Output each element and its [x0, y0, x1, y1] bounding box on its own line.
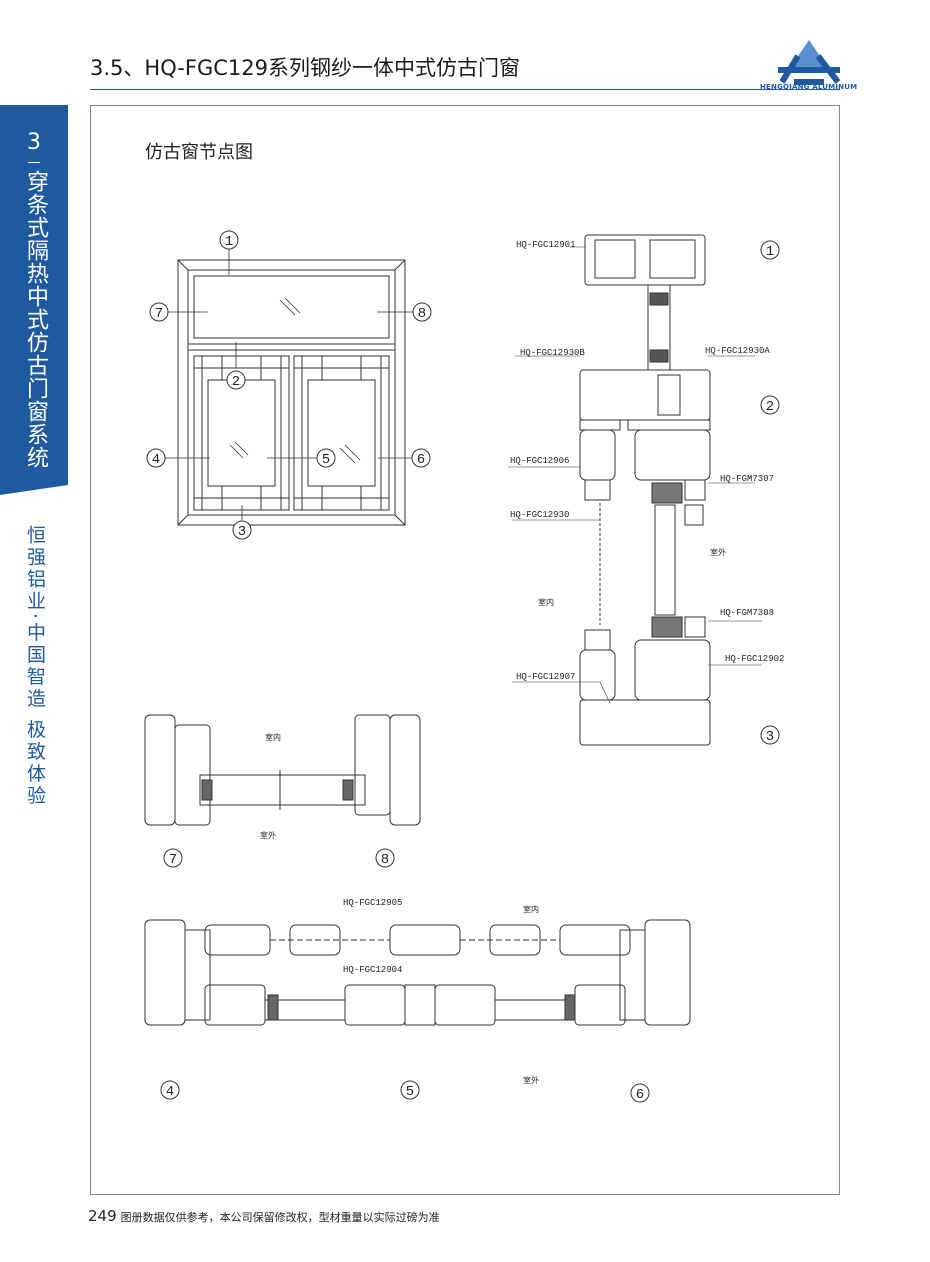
outdoor-label: 室外 [710, 547, 726, 558]
marker-2: 2 [766, 399, 774, 415]
label-fgc12930: HQ-FGC12930 [510, 510, 569, 520]
content-frame [90, 105, 840, 1195]
sidebar-banner [0, 105, 68, 495]
vertical-section-drawing: HQ-FGC12901 HQ-FGC12930B HQ-FGC12930A HQ… [508, 234, 784, 746]
label-fgc12901: HQ-FGC12901 [516, 240, 575, 250]
label-fgc12930a: HQ-FGC12930A [705, 346, 770, 356]
chapter-number: 3 [27, 130, 41, 155]
marker-3: 3 [766, 729, 774, 745]
label-fgm7308: HQ-FGM7308 [720, 608, 774, 618]
marker-4: 4 [166, 1084, 174, 1100]
marker-7: 7 [155, 306, 163, 322]
brand-slogan: 恒强铝业·中国智造 极致体验 [24, 525, 46, 808]
header-divider [90, 89, 840, 90]
marker-8: 8 [418, 306, 426, 322]
page-title: 3.5、HQ-FGC129系列钢纱一体中式仿古门窗 [90, 56, 520, 80]
label-fgc12902: HQ-FGC12902 [725, 654, 784, 664]
label-fgc12930b: HQ-FGC12930B [520, 348, 585, 358]
marker-2: 2 [232, 374, 240, 390]
marker-4: 4 [152, 452, 160, 468]
label-fgc12907: HQ-FGC12907 [516, 672, 575, 682]
marker-7: 7 [169, 852, 177, 868]
marker-5: 5 [322, 452, 330, 468]
indoor-label: 室内 [265, 732, 281, 743]
outdoor-label: 室外 [260, 830, 276, 841]
page-number: 249 [88, 1207, 117, 1225]
chapter-divider [28, 162, 40, 163]
company-logo [778, 40, 841, 85]
marker-8: 8 [381, 852, 389, 868]
marker-3: 3 [238, 524, 246, 540]
chapter-title: 穿条式隔热中式仿古门窗系统 [23, 170, 48, 469]
section-7-8-drawing: 室内 室外 7 8 [144, 714, 421, 868]
outdoor-label: 室外 [523, 1075, 539, 1086]
indoor-label: 室内 [523, 904, 539, 915]
label-fgc12906: HQ-FGC12906 [510, 456, 569, 466]
marker-6: 6 [417, 452, 425, 468]
window-elevation-drawing: 1 2 3 4 5 6 7 8 [146, 230, 432, 540]
section-4-5-6-drawing: HQ-FGC12905 HQ-FGC12904 室内 室外 4 5 6 [144, 898, 691, 1103]
marker-6: 6 [636, 1087, 644, 1103]
marker-5: 5 [406, 1084, 414, 1100]
label-fgc12904: HQ-FGC12904 [343, 965, 402, 975]
logo-text: HENGQIANG ALUMINUM [760, 83, 858, 91]
label-fgm7307: HQ-FGM7307 [720, 474, 774, 484]
marker-1: 1 [225, 234, 233, 250]
label-fgc12905: HQ-FGC12905 [343, 898, 402, 908]
footer-note: 图册数据仅供参考，本公司保留修改权，型材重量以实际过磅为准 [120, 1211, 440, 1224]
marker-1: 1 [766, 244, 774, 260]
section-subtitle: 仿古窗节点图 [145, 142, 253, 163]
indoor-label: 室内 [538, 597, 554, 608]
